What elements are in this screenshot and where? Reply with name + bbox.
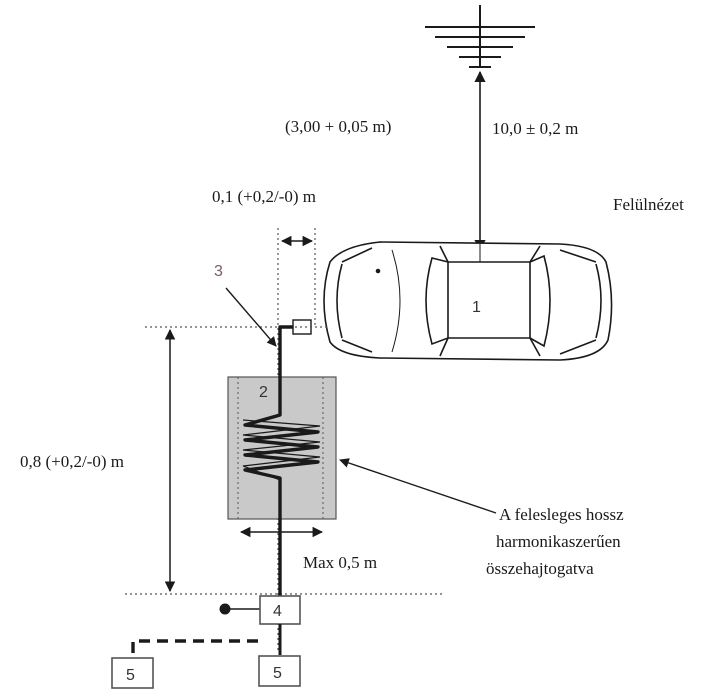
device-right-callout: 5 [273, 665, 282, 682]
test-cable [243, 325, 320, 596]
fold-box-callout: 2 [259, 384, 268, 401]
note-line-2: harmonikaszerűen [496, 532, 621, 551]
offset-label: 0,1 (+0,2/-0) m [212, 187, 316, 206]
connector-callout: 4 [273, 603, 282, 620]
device-box-right [258, 655, 301, 687]
ground-symbol [425, 5, 535, 68]
vehicle-callout: 1 [472, 299, 481, 316]
cable-callout: 3 [214, 263, 223, 280]
fold-width-label: Max 0,5 m [303, 553, 377, 572]
fold-outline [242, 419, 321, 481]
cable-callout-leader [225, 287, 277, 347]
height-label: 0,8 (+0,2/-0) m [20, 452, 124, 471]
tolerance-label: (3,00 + 0,05 m) [285, 117, 391, 136]
sense-point [219, 603, 231, 615]
device-box-left [111, 657, 154, 689]
note-line-3: összehajtogatva [486, 559, 594, 578]
device-left-callout: 5 [126, 667, 135, 684]
view-title: Felülnézet [613, 195, 684, 214]
vehicle-top-view [323, 241, 613, 361]
ground-distance-label: 10,0 ± 0,2 m [492, 119, 578, 138]
dashed-link [131, 639, 258, 657]
note-leader [339, 458, 497, 514]
note-line-1: A felesleges hossz [499, 505, 624, 524]
fold-box [227, 376, 337, 520]
